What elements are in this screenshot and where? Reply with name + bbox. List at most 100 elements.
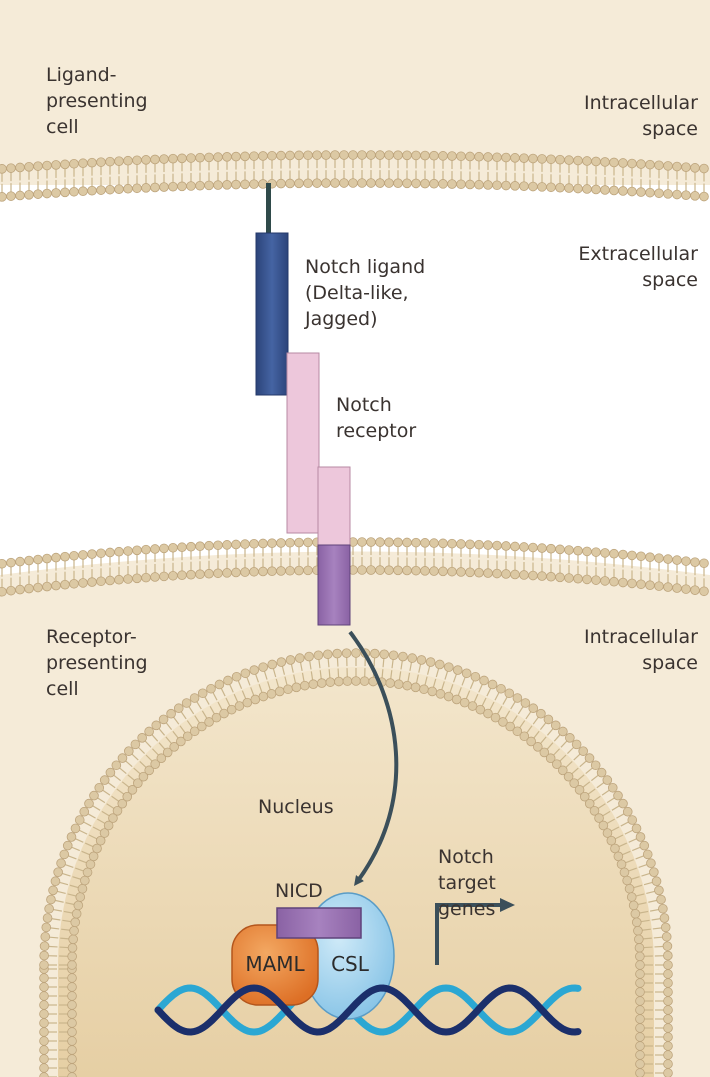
nuclear-lipid-head <box>49 886 58 895</box>
bottom-lipid-head <box>421 538 430 547</box>
nuclear-lipid-head <box>664 979 673 988</box>
bottom-lipid-head <box>691 586 700 595</box>
nuclear-lipid-head <box>658 904 667 913</box>
nuclear-lipid-head <box>182 699 191 708</box>
top-lipid-head <box>241 152 250 161</box>
bottom-lipid-head <box>502 570 511 579</box>
nuclear-lipid-head <box>71 824 80 833</box>
bottom-lipid-head <box>574 574 583 583</box>
nuclear-lipid-head <box>460 698 469 707</box>
bottom-lipid-head <box>169 543 178 552</box>
nuclear-lipid-head <box>444 663 453 672</box>
nuclear-lipid-head <box>352 677 361 686</box>
nuclear-lipid-head <box>505 689 514 698</box>
bottom-lipid-head <box>664 583 673 592</box>
top-lipid-head <box>187 154 196 163</box>
top-lipid-head <box>169 154 178 163</box>
nuclear-lipid-head <box>634 935 643 944</box>
top-lipid-head <box>250 152 259 161</box>
top-lipid-head <box>502 181 511 190</box>
top-lipid-head <box>268 151 277 160</box>
bottom-lipid-head <box>277 539 286 548</box>
nuclear-lipid-head <box>611 844 620 853</box>
top-lipid-head <box>223 152 232 161</box>
bottom-lipid-head <box>178 571 187 580</box>
top-lipid-head <box>430 179 439 188</box>
bottom-lipid-head <box>52 581 61 590</box>
nuclear-lipid-head <box>268 660 277 669</box>
nuclear-lipid-head <box>471 672 480 681</box>
nuclear-lipid-head <box>224 676 233 685</box>
nuclear-lipid-head <box>68 943 77 952</box>
top-lipid-head <box>682 191 691 200</box>
nuclear-lipid-head <box>636 1051 645 1060</box>
top-lipid-head <box>565 156 574 165</box>
nuclear-lipid-head <box>70 926 79 935</box>
bottom-lipid-head <box>376 566 385 575</box>
nuclear-lipid-head <box>635 952 644 961</box>
nuclear-lipid-head <box>647 859 656 868</box>
nuclear-lipid-head <box>634 926 643 935</box>
nuclear-lipid-head <box>572 740 581 749</box>
nuclear-lipid-head <box>603 776 612 785</box>
nuclear-lipid-head <box>551 721 560 730</box>
nuclear-lipid-head <box>89 852 98 861</box>
bottom-lipid-head <box>601 549 610 558</box>
bottom-lipid-head <box>304 538 313 547</box>
target-genes-line3: genes <box>438 896 496 922</box>
notch-ligand-line1: Notch ligand <box>305 254 425 280</box>
nuclear-lipid-head <box>60 850 69 859</box>
bottom-lipid-head <box>268 539 277 548</box>
nuclear-lipid-head <box>632 824 641 833</box>
top-lipid-head <box>565 184 574 193</box>
top-lipid-head <box>25 162 34 171</box>
bottom-lipid-head <box>619 550 628 559</box>
bottom-lipid-head <box>178 543 187 552</box>
top-lipid-head <box>502 153 511 162</box>
ligand-cell-label: Ligand- presenting cell <box>46 62 148 140</box>
notch-ligand-block <box>256 233 288 395</box>
top-lipid-head <box>61 160 70 169</box>
receptor-cell-line1: Receptor- <box>46 624 148 650</box>
nuclear-lipid-head <box>207 684 216 693</box>
top-lipid-head <box>7 192 16 201</box>
bottom-lipid-head <box>583 547 592 556</box>
bottom-lipid-head <box>646 581 655 590</box>
bottom-lipid-head <box>673 584 682 593</box>
bottom-lipid-head <box>43 582 52 591</box>
bottom-lipid-head <box>16 557 25 566</box>
top-lipid-head <box>0 192 6 201</box>
bottom-lipid-head <box>223 540 232 549</box>
nuclear-lipid-head <box>40 1055 49 1064</box>
top-lipid-head <box>151 183 160 192</box>
bottom-lipid-head <box>385 566 394 575</box>
nuclear-lipid-head <box>100 776 109 785</box>
notch-receptor-block-lower <box>318 467 350 547</box>
nuclear-lipid-head <box>323 650 332 659</box>
bottom-lipid-head <box>412 566 421 575</box>
top-lipid-head <box>349 179 358 188</box>
bottom-lipid-head <box>0 559 6 568</box>
bottom-lipid-head <box>511 542 520 551</box>
nuclear-lipid-head <box>40 1028 49 1037</box>
nuclear-lipid-head <box>664 1060 673 1069</box>
bottom-lipid-head <box>88 550 97 559</box>
top-lipid-head <box>556 155 565 164</box>
bottom-lipid-head <box>502 542 511 551</box>
nuclear-lipid-head <box>284 685 293 694</box>
top-lipid-head <box>187 182 196 191</box>
bottom-lipid-head <box>493 541 502 550</box>
bottom-lipid-head <box>241 568 250 577</box>
bottom-lipid-head <box>250 567 259 576</box>
bottom-lipid-head <box>403 566 412 575</box>
bottom-lipid-head <box>43 554 52 563</box>
intracellular-bottom-line2: space <box>584 650 698 676</box>
top-lipid-head <box>250 180 259 189</box>
nuclear-lipid-head <box>529 704 538 713</box>
top-lipid-head <box>124 156 133 165</box>
receptor-cell-label: Receptor- presenting cell <box>46 624 148 702</box>
nuclear-lipid-head <box>614 791 623 800</box>
bottom-lipid-head <box>565 574 574 583</box>
top-lipid-head <box>205 181 214 190</box>
top-lipid-head <box>358 151 367 160</box>
